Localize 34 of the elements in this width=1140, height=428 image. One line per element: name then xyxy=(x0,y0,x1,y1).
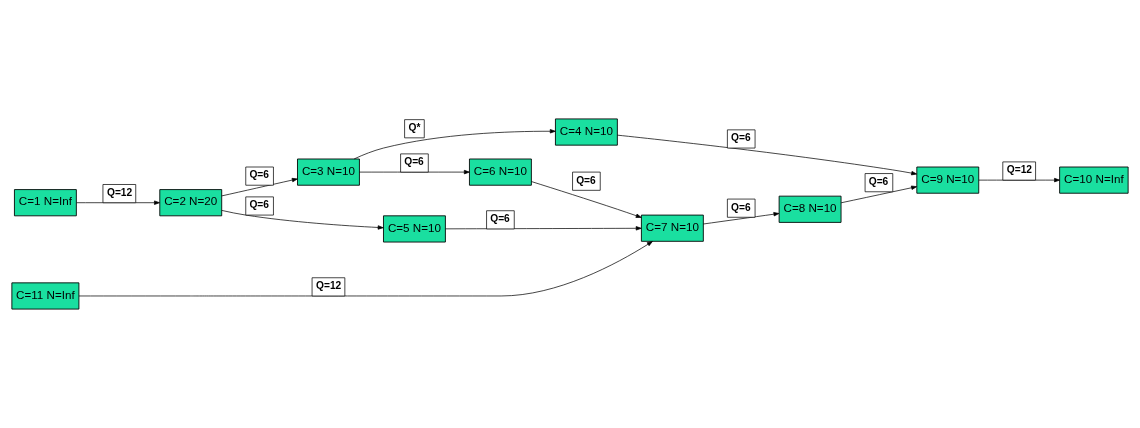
edge-label: Q=6 xyxy=(249,169,269,181)
arrow xyxy=(353,129,556,160)
arrow xyxy=(531,181,642,218)
edge-label: Q=6 xyxy=(731,201,751,213)
edge-label: Q=12 xyxy=(316,280,342,292)
edge-label: Q=12 xyxy=(1006,164,1033,176)
node-box: C=4 N=10 xyxy=(555,118,618,146)
arrow xyxy=(76,200,160,205)
arrow xyxy=(221,177,298,197)
edge-label: Q* xyxy=(408,122,421,134)
arrow xyxy=(359,169,470,175)
node-box: C=5 N=10 xyxy=(383,215,446,243)
edge-label: Q=6 xyxy=(731,132,751,144)
node-box: C=11 N=Inf xyxy=(11,282,80,310)
edge-label: Q=6 xyxy=(404,156,424,168)
node-box: C=7 N=10 xyxy=(640,214,704,242)
node-box: C=6 N=10 xyxy=(469,158,532,186)
node-box: C=10 N=Inf xyxy=(1059,166,1129,194)
node-box: C=1 N=Inf xyxy=(14,189,77,217)
arrow xyxy=(978,177,1060,183)
node-box: C=3 N=10 xyxy=(297,158,360,186)
arrow xyxy=(617,134,918,176)
arrow xyxy=(840,185,917,204)
arrow xyxy=(702,212,780,225)
edge-label: Q=6 xyxy=(249,199,269,211)
edge-label: Q=12 xyxy=(106,186,133,198)
arrow xyxy=(445,226,642,231)
node-box: C=9 N=10 xyxy=(916,166,980,194)
edge-label: Q=6 xyxy=(576,174,596,186)
edge-label: Q=6 xyxy=(490,213,510,225)
node-box: C=2 N=20 xyxy=(159,189,223,217)
node-box: C=8 N=10 xyxy=(778,195,842,223)
edge-label: Q=6 xyxy=(868,176,889,187)
arrow xyxy=(221,210,384,230)
